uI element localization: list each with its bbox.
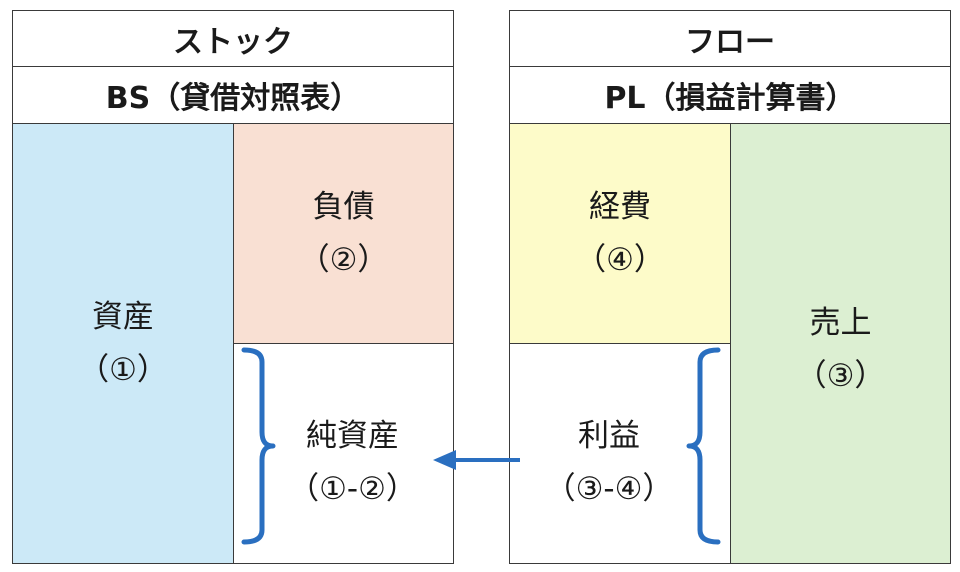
profit-value: （③-④） bbox=[544, 470, 674, 507]
assets-label: 資産 bbox=[92, 298, 154, 335]
pl-title-header: PL（損益計算書） bbox=[509, 66, 951, 124]
net-assets-bracket bbox=[241, 347, 276, 545]
arrow-icon bbox=[433, 450, 520, 470]
profit-label: 利益 bbox=[578, 417, 640, 454]
net-assets-label: 純資産 bbox=[306, 417, 399, 454]
bs-title-label: BS（貸借対照表） bbox=[105, 81, 361, 116]
sales-block: 売上 （③） bbox=[730, 123, 951, 564]
profit-bracket bbox=[686, 347, 721, 545]
liabilities-label: 負債 bbox=[312, 188, 375, 225]
liabilities-value: （②） bbox=[298, 241, 389, 278]
bs-category-label: ストック bbox=[173, 24, 293, 60]
net-assets-value: （①-②） bbox=[288, 470, 417, 507]
expenses-label: 経費 bbox=[589, 188, 651, 225]
assets-value: （①） bbox=[78, 351, 168, 388]
sales-value: （③） bbox=[795, 357, 886, 394]
assets-block: 資産 （①） bbox=[12, 123, 234, 564]
profit-block: 利益 （③-④） bbox=[509, 343, 731, 564]
expenses-block: 経費 （④） bbox=[509, 123, 731, 344]
sales-label: 売上 bbox=[809, 304, 872, 341]
expenses-value: （④） bbox=[575, 241, 665, 278]
bs-category-header: ストック bbox=[12, 10, 454, 67]
pl-title-label: PL（損益計算書） bbox=[604, 81, 856, 116]
pl-category-label: フロー bbox=[685, 24, 775, 60]
